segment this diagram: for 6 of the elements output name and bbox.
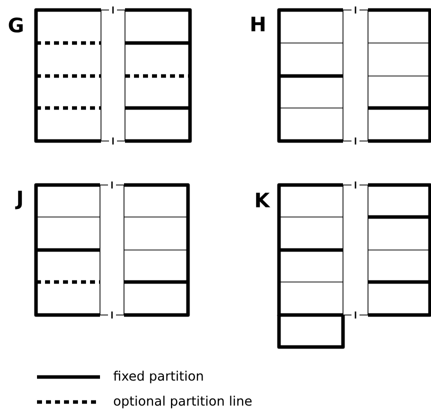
- panel-letter: K: [256, 192, 270, 208]
- panel-letter: J: [15, 190, 22, 210]
- legend-text: fixed partition: [114, 370, 203, 384]
- legend-text: optional partition line: [114, 396, 252, 408]
- panel-letter: G: [8, 17, 23, 33]
- panel-letter: H: [252, 16, 264, 32]
